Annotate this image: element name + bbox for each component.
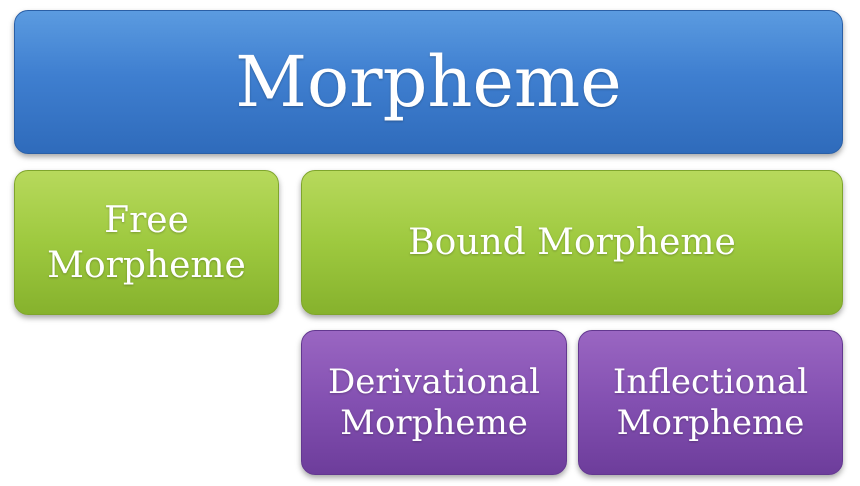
morpheme-box: Morpheme xyxy=(14,10,843,154)
inflectional-morpheme-box: Inflectional Morpheme xyxy=(578,330,843,475)
bound-morpheme-label: Bound Morpheme xyxy=(408,221,736,263)
inflectional-morpheme-label: Inflectional Morpheme xyxy=(612,361,809,443)
derivational-morpheme-label: Derivational Morpheme xyxy=(327,361,541,443)
free-morpheme-box: Free Morpheme xyxy=(14,170,279,315)
free-morpheme-label: Free Morpheme xyxy=(47,199,246,286)
bound-morpheme-box: Bound Morpheme xyxy=(301,170,843,315)
derivational-morpheme-box: Derivational Morpheme xyxy=(301,330,567,475)
morpheme-label: Morpheme xyxy=(235,41,622,123)
